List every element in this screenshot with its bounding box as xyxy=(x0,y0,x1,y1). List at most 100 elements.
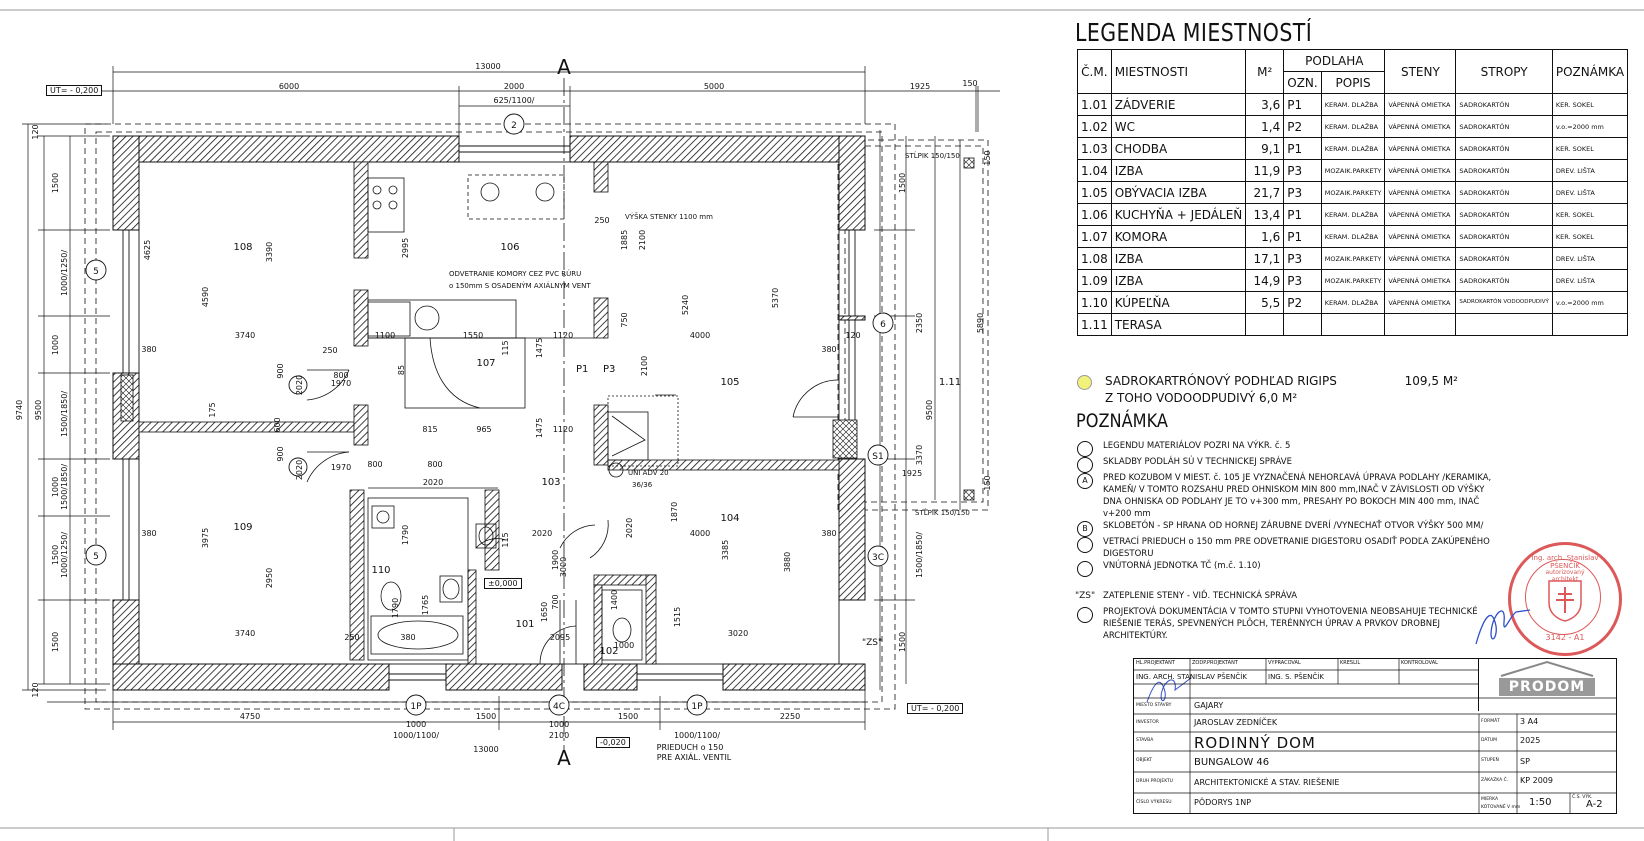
dim-text: 150 xyxy=(962,79,977,88)
dim-text: 1000 xyxy=(51,477,60,497)
dimension-value: 800 xyxy=(333,371,348,380)
room-name-cell: OBÝVACIA IZBA xyxy=(1110,181,1247,204)
tb-label: VYPRACOVAL xyxy=(1268,660,1301,666)
dim-text: 1000 xyxy=(51,335,60,355)
dimension-value: 1120 xyxy=(553,425,573,434)
tb-building: RODINNÝ DOM xyxy=(1194,734,1316,752)
floor-desc-cell xyxy=(1320,313,1386,336)
tb-label: KONTROLOVAL xyxy=(1401,660,1438,666)
dimension-value: 120 xyxy=(845,331,860,340)
col-header: Č.M. xyxy=(1077,49,1112,94)
terrain-level-left: UT= - 0,200 xyxy=(46,85,103,96)
note-item: VNÚTORNÁ JEDNOTKA TČ (m.č. 1.10) xyxy=(1077,560,1497,577)
walls-cell: VÁPENNÁ OMIETKA xyxy=(1384,225,1457,248)
ceiling-cell xyxy=(1455,313,1553,336)
room-area-cell: 1,4 xyxy=(1245,115,1285,138)
ceiling-cell: SADROKARTÓN VODOODPUDIVÝ xyxy=(1455,291,1553,314)
dim-text: 150 xyxy=(983,475,992,490)
walls-cell xyxy=(1384,313,1457,336)
room-number-cell: 1.08 xyxy=(1077,247,1112,270)
note-mark xyxy=(1077,441,1093,457)
dim-text: 13000 xyxy=(473,745,498,754)
room-number-cell: 1.04 xyxy=(1077,159,1112,182)
note-text: SKLADBY PODLÁH SÚ V TECHNICKEJ SPRÁVE xyxy=(1103,457,1292,467)
note-cell: KER. SOKEL xyxy=(1551,137,1629,160)
terrain-level-right: UT= - 0,200 xyxy=(907,703,964,714)
tb-label: MIERKA xyxy=(1481,797,1499,802)
tb-label: ZODP.PROJEKTANT xyxy=(1192,660,1238,666)
floor-desc-cell: KERAM. DLAŽBA xyxy=(1320,203,1386,226)
dimension-value: 1400 xyxy=(610,590,619,610)
dim-text: 1925 xyxy=(910,82,930,91)
tb-label: STAVBA xyxy=(1136,738,1154,743)
dim-text: 1500/1850/ xyxy=(60,464,69,510)
tb-label: Č.S. VÝK. xyxy=(1572,795,1593,800)
title-block-grid xyxy=(1134,659,1616,813)
dimension-value: 3390 xyxy=(265,242,274,262)
pantry-vent-label: o 150mm S OSADENÝM AXIÁLNYM VENT xyxy=(449,281,591,290)
room-name-cell: IZBA xyxy=(1110,159,1247,182)
dim-text: 9500 xyxy=(34,400,43,420)
ceiling-swatch xyxy=(1077,375,1092,390)
room-name-cell: IZBA xyxy=(1110,269,1247,292)
axis-mark: 4C xyxy=(553,702,565,712)
dim-text: 9500 xyxy=(925,400,934,420)
tb-label: INVESTOR xyxy=(1136,720,1159,725)
dim-text: 1000/1100/ xyxy=(674,731,720,740)
tb-label: MIESTO STAVBY xyxy=(1136,703,1172,708)
dim-text: PRE AXIÁL. VENTIL xyxy=(657,751,732,762)
dim-text: 4750 xyxy=(240,712,260,721)
section-mark-bottom: A xyxy=(557,746,571,770)
dim-text: 3370 xyxy=(915,445,924,465)
room-area-cell: 21,7 xyxy=(1245,181,1285,204)
col-header: STROPY xyxy=(1455,49,1553,94)
tb-label: KÓTOVANÉ V mm xyxy=(1481,805,1521,810)
floor-code-cell: P3 xyxy=(1283,181,1322,204)
walls-cell: VÁPENNÁ OMIETKA xyxy=(1384,203,1457,226)
legend-title: LEGENDA MIESTNOSTÍ xyxy=(1075,18,1313,47)
dimension-value: 2995 xyxy=(401,238,410,258)
tb-label: DRUH PROJEKTU xyxy=(1136,779,1173,784)
dim-text: 1500/1850/ xyxy=(60,391,69,437)
floor-code-cell: P3 xyxy=(1283,269,1322,292)
note-mark xyxy=(1077,537,1093,553)
pantry-vent-label: ODVETRANIE KOMORY CEZ PVC RÚRU xyxy=(449,269,581,278)
dim-text: 1000 xyxy=(406,720,426,729)
dimension-value: 380 xyxy=(141,345,156,354)
dimension-value: 1970 xyxy=(331,379,351,388)
room-number: 106 xyxy=(500,242,519,253)
dimension-value: 250 xyxy=(594,216,609,225)
unit-dim-label: 36/36 xyxy=(632,481,653,489)
dimension-value: 815 xyxy=(422,425,437,434)
tb-date: 2025 xyxy=(1520,736,1541,745)
room-number: 102 xyxy=(599,646,618,657)
note-mark xyxy=(1077,457,1093,473)
col-header: STENY xyxy=(1384,49,1457,94)
dimension-value: 900 xyxy=(276,363,285,378)
room-number: 103 xyxy=(541,477,560,488)
ceiling-cell: SADROKARTÓN xyxy=(1455,159,1553,182)
dimension-value: 2100 xyxy=(638,230,647,250)
room-legend-table: Č.M. MIESTNOSTI M² PODLAHA STENY STROPY … xyxy=(1077,49,1629,336)
signature-small-icon xyxy=(1146,677,1192,703)
floor-code-cell: P3 xyxy=(1283,159,1322,182)
dim-text: 1000/1250/ xyxy=(60,532,69,578)
dimension-value: 3740 xyxy=(235,331,255,340)
ceiling-cell: SADROKARTÓN xyxy=(1455,225,1553,248)
room-name-cell: IZBA xyxy=(1110,247,1247,270)
room-name-cell: KÚPEĽŇA xyxy=(1110,291,1247,314)
note-cell: DREV. LIŠTA xyxy=(1551,181,1629,204)
note-text: ZATEPLENIE STENY - VIĎ. TECHNICKÁ SPRÁVA xyxy=(1103,591,1298,601)
tb-stage: SP xyxy=(1520,757,1530,766)
note-cell: DREV. LIŠTA xyxy=(1551,247,1629,270)
dimension-value: 1885 xyxy=(620,230,629,250)
dimension-value: 3740 xyxy=(235,629,255,638)
axis-mark: 1P xyxy=(410,702,422,712)
room-area-cell: 14,9 xyxy=(1245,269,1285,292)
note-text: PROJEKTOVÁ DOKUMENTÁCIA V TOMTO STUPNI V… xyxy=(1103,607,1478,641)
